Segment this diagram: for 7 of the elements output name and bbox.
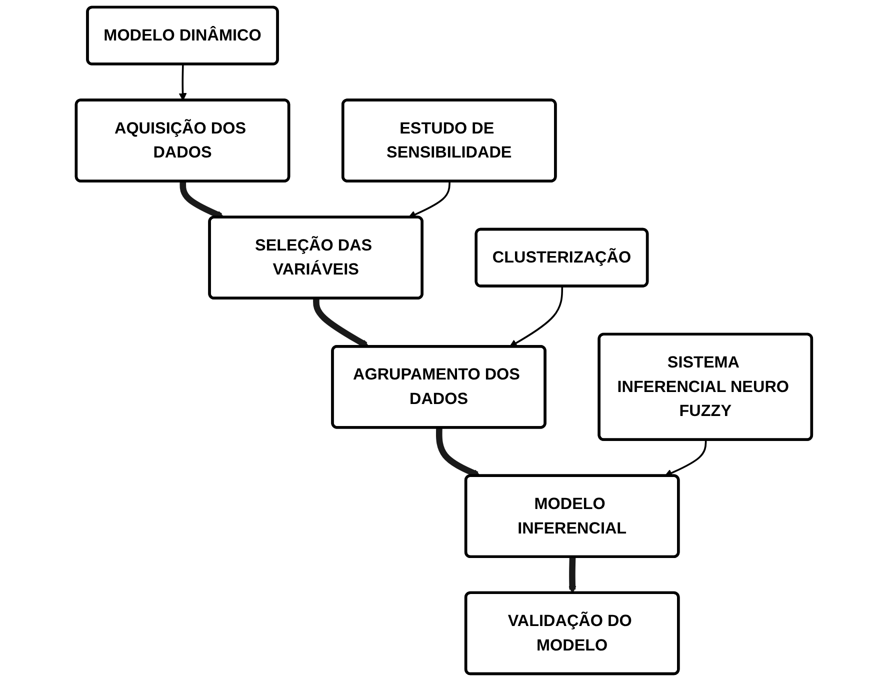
arrow — [179, 181, 224, 219]
arrow — [568, 556, 576, 594]
arrow — [408, 181, 450, 218]
arrow — [178, 64, 186, 101]
arrow — [664, 440, 706, 477]
arrow — [508, 286, 563, 348]
arrow — [436, 428, 480, 478]
